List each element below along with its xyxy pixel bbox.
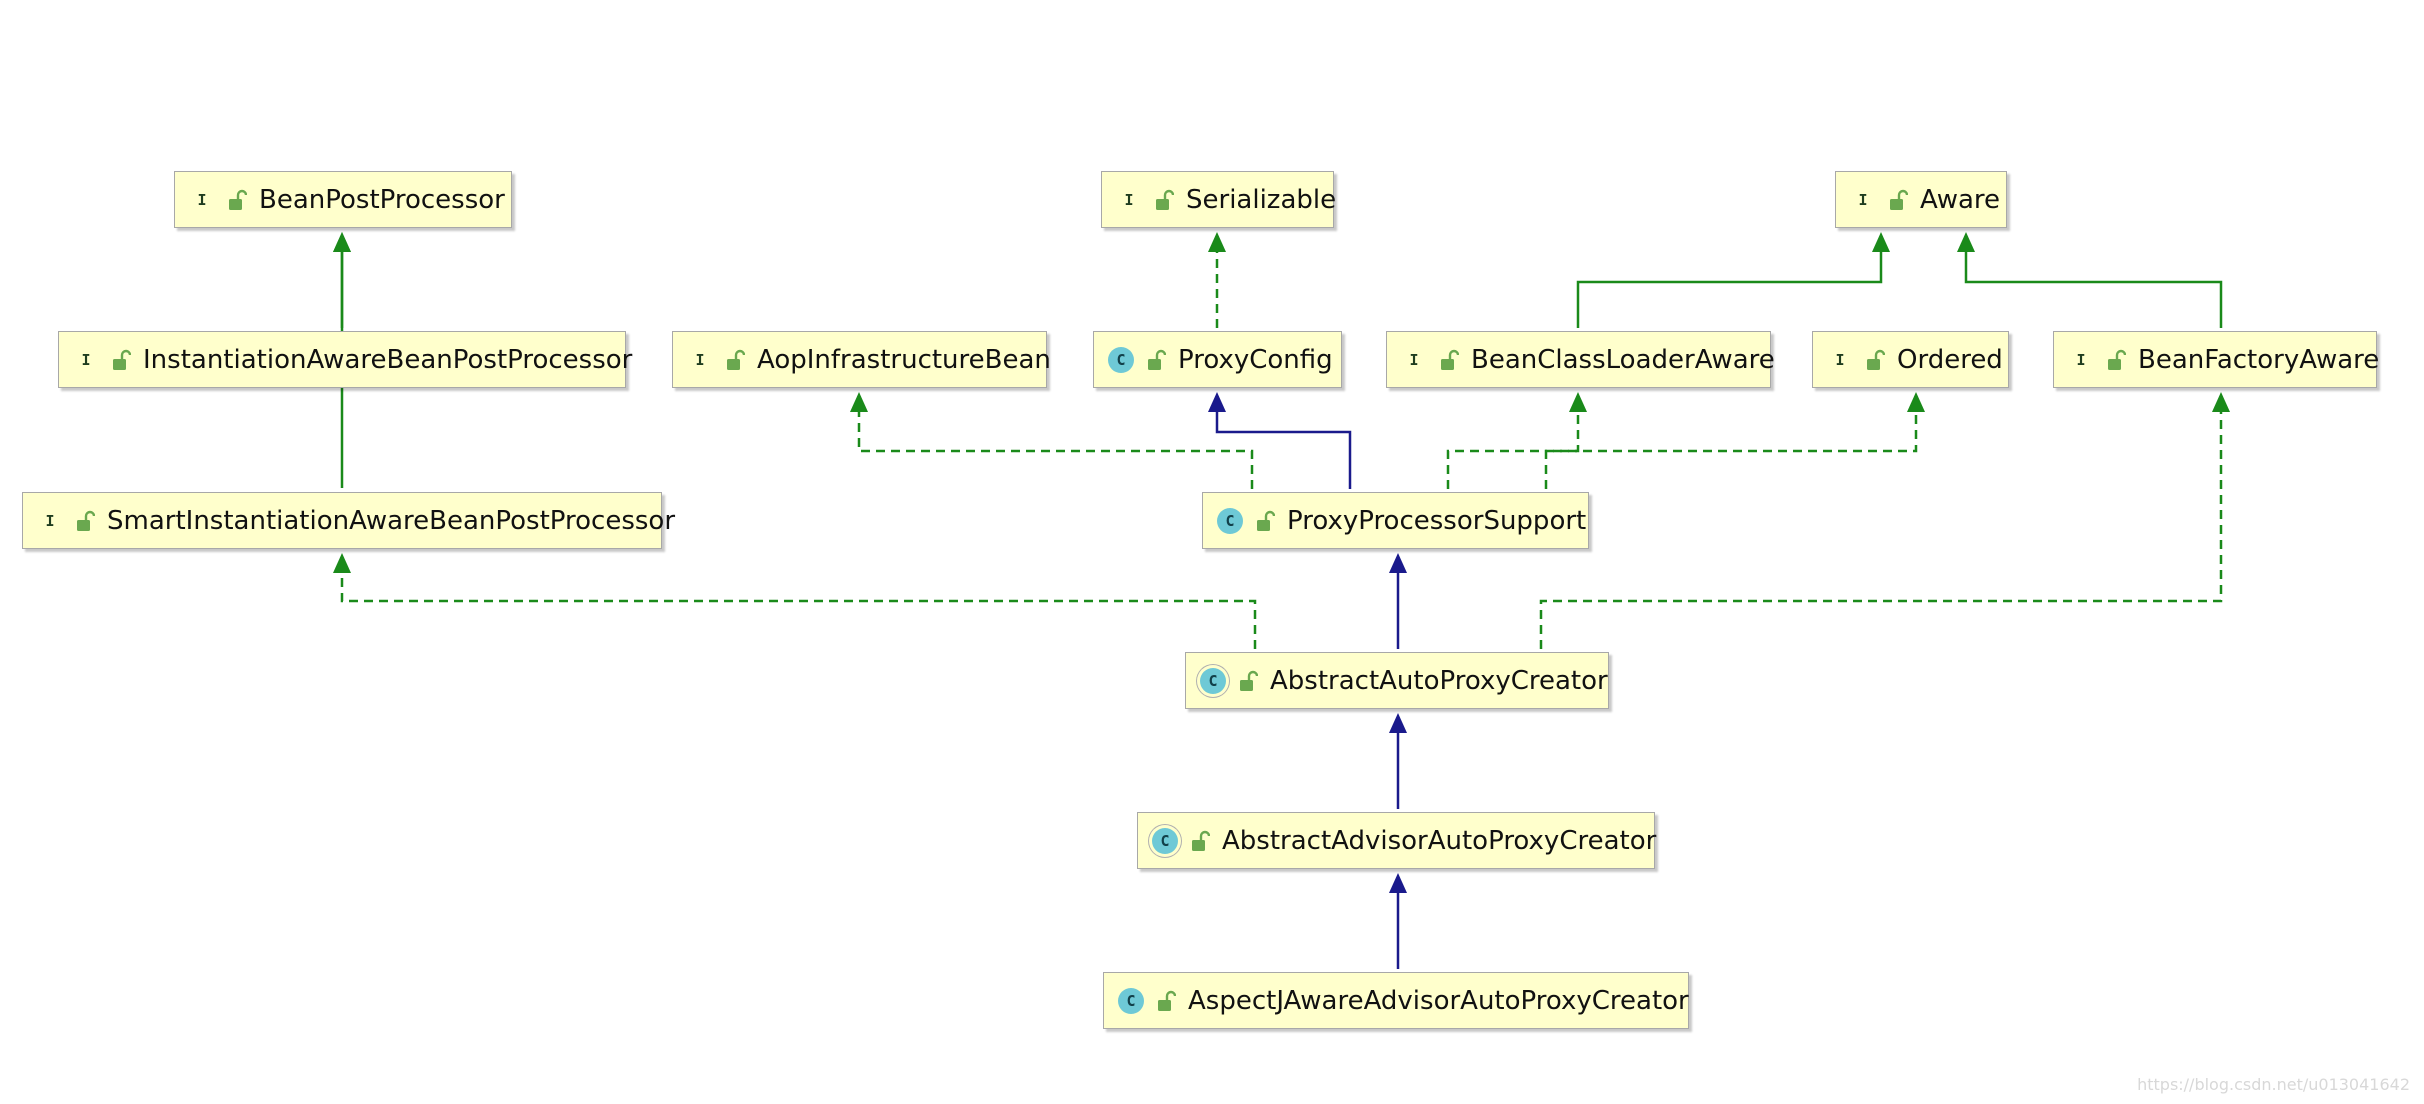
node-label: AspectJAwareAdvisorAutoProxyCreator — [1188, 985, 1689, 1016]
edge-BeanFactoryAware-to-Aware — [1957, 232, 2223, 328]
abstract-class-badge-icon: C — [1152, 827, 1178, 854]
node-abstract-advisor-auto-proxy-creator[interactable]: C AbstractAdvisorAutoProxyCreator — [1137, 812, 1657, 869]
unlocked-lock-icon — [1890, 189, 1908, 210]
node-instantiation-aware-bean-post-processor[interactable]: I InstantiationAwareBeanPostProcessor — [58, 331, 632, 388]
edge-AspectJAwareAdvisorAutoProxyCreator-to-AbstractAdvisorAutoProxyCreator — [1389, 873, 1407, 969]
node-label: Aware — [1920, 184, 2001, 215]
interface-badge-icon: I — [81, 350, 91, 369]
edge-ProxyProcessorSupport-to-AopInfrastructureBean — [850, 392, 1254, 489]
node-label: InstantiationAwareBeanPostProcessor — [143, 344, 633, 375]
unlocked-lock-icon — [1192, 830, 1210, 851]
arrowhead — [1569, 392, 1587, 412]
arrowhead — [1389, 713, 1407, 733]
edge-ProxyConfig-to-Serializable — [1208, 232, 1226, 328]
node-bean-class-loader-aware[interactable]: I BeanClassLoaderAware — [1386, 331, 1775, 388]
edge-BeanClassLoaderAware-to-Aware — [1576, 232, 1890, 328]
unlocked-lock-icon — [229, 189, 247, 210]
edge-AbstractAutoProxyCreator-to-BeanFactoryAware — [1539, 392, 2230, 649]
node-label: BeanFactoryAware — [2138, 344, 2380, 375]
node-serializable[interactable]: I Serializable — [1101, 171, 1337, 228]
unlocked-lock-icon — [2108, 349, 2126, 370]
node-aop-infrastructure-bean[interactable]: I AopInfrastructureBean — [672, 331, 1051, 388]
unlocked-lock-icon — [1867, 349, 1885, 370]
class-badge-icon: C — [1217, 507, 1243, 534]
node-proxy-processor-support[interactable]: C ProxyProcessorSupport — [1202, 492, 1589, 549]
node-aware[interactable]: I Aware — [1835, 171, 2007, 228]
edge-line — [1539, 412, 2223, 649]
node-label: AopInfrastructureBean — [757, 344, 1051, 375]
arrowhead — [1907, 392, 1925, 412]
unlocked-lock-icon — [727, 349, 745, 370]
node-proxy-config[interactable]: C ProxyConfig — [1093, 331, 1342, 388]
node-abstract-auto-proxy-creator[interactable]: C AbstractAutoProxyCreator — [1185, 652, 1609, 709]
edge-AbstractAutoProxyCreator-to-ProxyProcessorSupport — [1389, 553, 1407, 649]
edge-line — [1544, 412, 1918, 489]
watermark: https://blog.csdn.net/u013041642 — [2137, 1075, 2410, 1094]
node-smart-instantiation-aware-bean-post-processor[interactable]: I SmartInstantiationAwareBeanPostProcess… — [22, 492, 675, 549]
arrowhead — [850, 392, 868, 412]
arrowhead — [1208, 392, 1226, 412]
node-label: BeanClassLoaderAware — [1471, 344, 1775, 375]
edge-AbstractAutoProxyCreator-to-SmartInstantiationAwareBeanPostProcessor — [333, 553, 1257, 649]
unlocked-lock-icon — [1158, 990, 1176, 1011]
arrowhead — [2212, 392, 2230, 412]
node-label: ProxyConfig — [1178, 344, 1333, 375]
interface-badge-icon: I — [2076, 350, 2086, 369]
node-label: Ordered — [1897, 344, 2003, 375]
unlocked-lock-icon — [1257, 510, 1275, 531]
node-label: AbstractAutoProxyCreator — [1270, 665, 1608, 696]
abstract-class-badge-icon: C — [1200, 667, 1226, 694]
node-aspectj-aware-advisor-auto-proxy-creator[interactable]: C AspectJAwareAdvisorAutoProxyCreator — [1103, 972, 1689, 1029]
unlocked-lock-icon — [113, 349, 131, 370]
edge-line — [1964, 252, 2223, 328]
edge-line — [857, 412, 1254, 489]
interface-badge-icon: I — [1409, 350, 1419, 369]
node-label: AbstractAdvisorAutoProxyCreator — [1222, 825, 1657, 856]
edge-ProxyProcessorSupport-to-ProxyConfig — [1208, 392, 1352, 489]
edge-line — [1215, 412, 1352, 489]
node-bean-factory-aware[interactable]: I BeanFactoryAware — [2053, 331, 2380, 388]
interface-badge-icon: I — [1858, 190, 1868, 209]
edge-line — [1576, 252, 1883, 328]
class-badge-icon: C — [1108, 346, 1134, 373]
arrowhead — [1872, 232, 1890, 252]
edge-ProxyProcessorSupport-to-Ordered — [1544, 392, 1925, 489]
interface-badge-icon: I — [197, 190, 207, 209]
arrowhead — [1389, 553, 1407, 573]
interface-badge-icon: I — [45, 511, 55, 530]
unlocked-lock-icon — [1156, 189, 1174, 210]
class-badge-icon: C — [1118, 987, 1144, 1014]
interface-badge-icon: I — [1835, 350, 1845, 369]
node-label: ProxyProcessorSupport — [1287, 505, 1587, 536]
interface-badge-icon: I — [695, 350, 705, 369]
arrowhead — [333, 232, 351, 252]
unlocked-lock-icon — [1148, 349, 1166, 370]
node-label: Serializable — [1186, 184, 1337, 215]
interface-badge-icon: I — [1124, 190, 1134, 209]
node-ordered[interactable]: I Ordered — [1812, 331, 2009, 388]
node-label: BeanPostProcessor — [259, 184, 505, 215]
edge-AbstractAdvisorAutoProxyCreator-to-AbstractAutoProxyCreator — [1389, 713, 1407, 809]
arrowhead — [333, 553, 351, 573]
unlocked-lock-icon — [77, 510, 95, 531]
edge-line — [1446, 412, 1580, 489]
arrowhead — [1208, 232, 1226, 252]
edge-ProxyProcessorSupport-to-BeanClassLoaderAware — [1446, 392, 1587, 489]
node-label: SmartInstantiationAwareBeanPostProcessor — [107, 505, 676, 536]
edge-SmartInstantiationAwareBeanPostProcessor-to-InstantiationAwareBeanPostProcessor — [333, 232, 351, 328]
arrowhead — [1957, 232, 1975, 252]
arrowhead — [1389, 873, 1407, 893]
unlocked-lock-icon — [1441, 349, 1459, 370]
node-bean-post-processor[interactable]: I BeanPostProcessor — [174, 171, 512, 228]
edge-line — [340, 573, 1257, 649]
unlocked-lock-icon — [1240, 670, 1258, 691]
